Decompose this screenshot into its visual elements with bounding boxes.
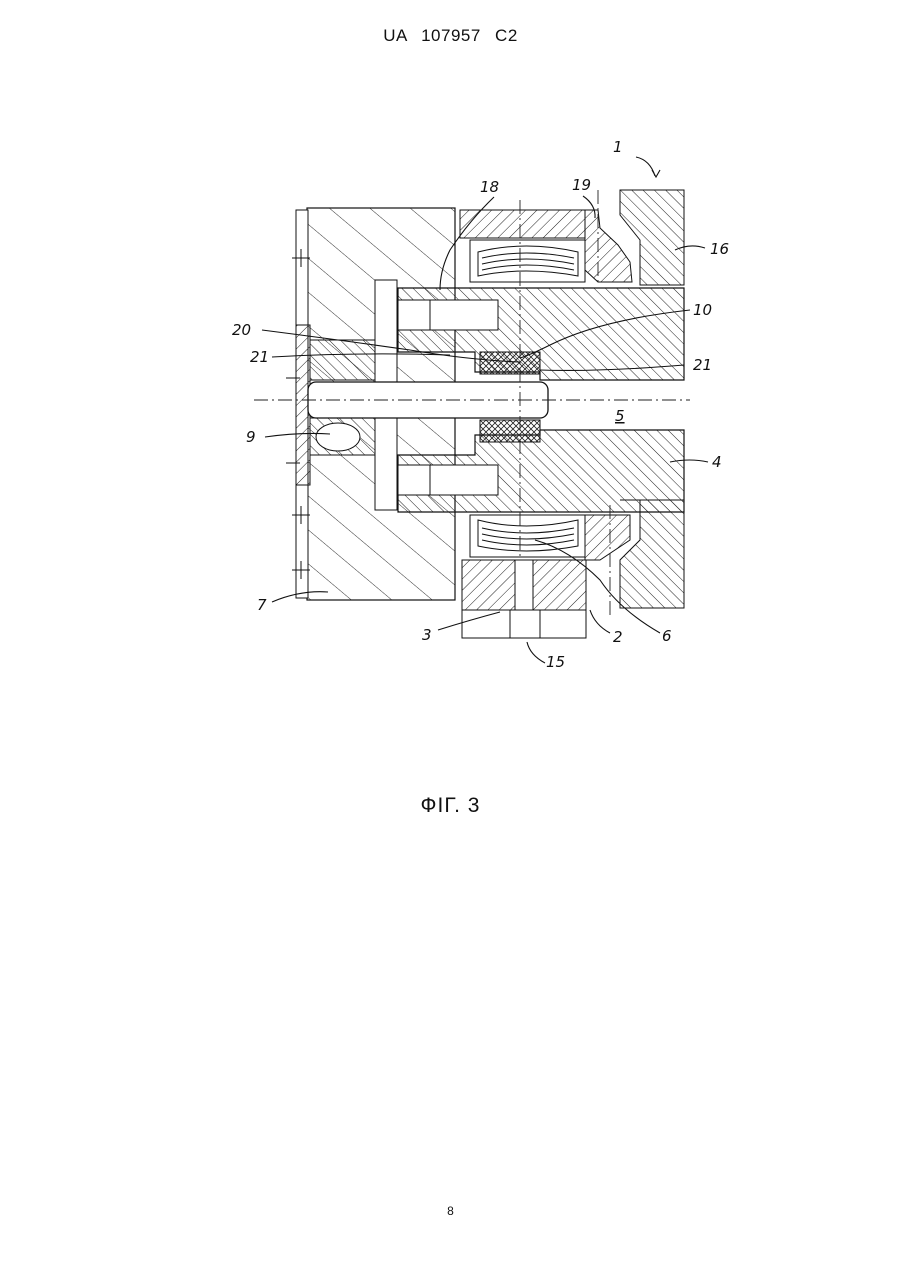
label-5: 5: [615, 407, 625, 425]
label-21-left: 21: [250, 348, 269, 366]
label-4: 4: [712, 453, 722, 471]
label-21-right: 21: [693, 356, 712, 374]
lower-bearing: [470, 515, 630, 560]
label-15: 15: [546, 653, 565, 671]
label-16: 16: [710, 240, 729, 258]
label-18: 18: [480, 178, 499, 196]
lower-block-2: [462, 560, 586, 638]
label-3: 3: [422, 626, 432, 644]
label-10: 10: [693, 301, 712, 319]
frame-16: [620, 190, 684, 608]
label-6: 6: [662, 627, 672, 645]
label-1: 1: [613, 138, 623, 156]
label-9: 9: [246, 428, 256, 446]
label-7: 7: [257, 596, 267, 614]
label-20: 20: [232, 321, 251, 339]
page-number: 8: [0, 1204, 901, 1218]
figure-caption: ФІГ. 3: [0, 794, 901, 818]
label-2: 2: [613, 628, 623, 646]
upper-bearing: [470, 240, 585, 282]
label-19: 19: [572, 176, 591, 194]
